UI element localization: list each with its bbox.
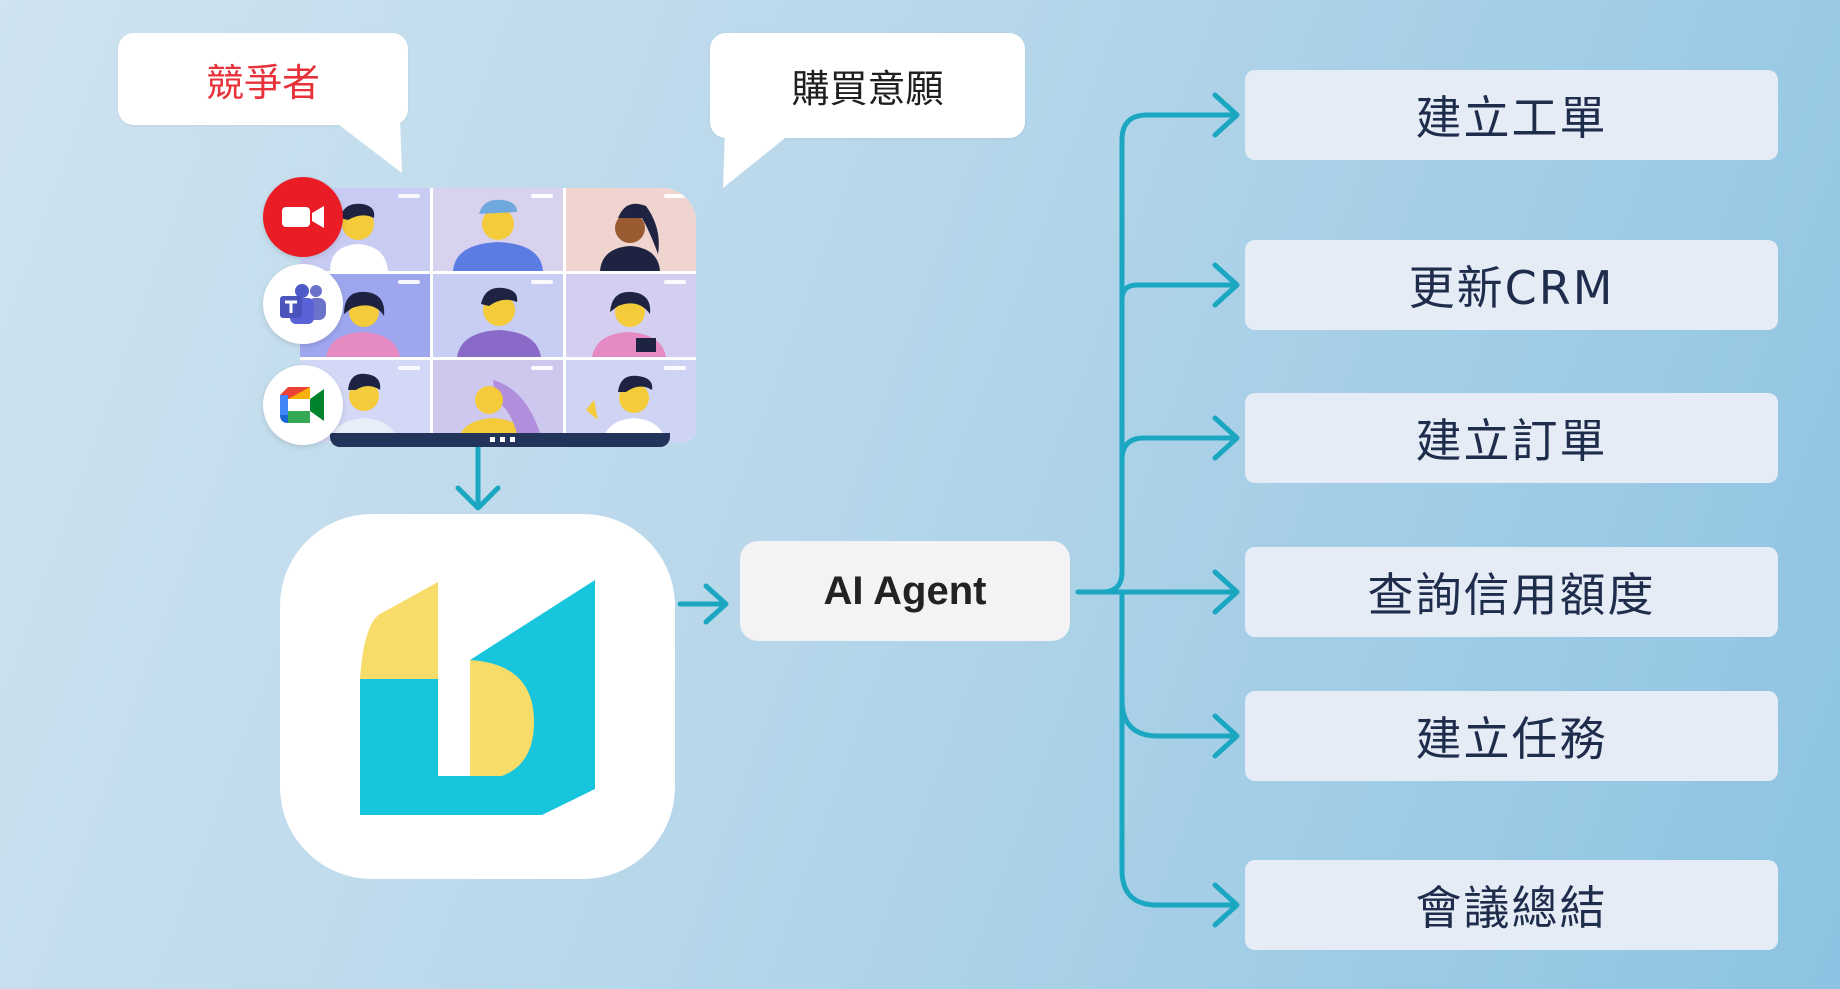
participant-avatar [592,291,666,357]
arrowhead-meeting-to-logo [455,485,501,511]
purchase-intent-bubble-tail [723,130,795,188]
participant-avatar [330,203,388,271]
arrowhead-logo-to-agent [703,583,729,625]
participant-tile [566,188,696,271]
action-create-ticket: 建立工單 [1245,70,1778,160]
action-check-credit-limit: 查詢信用額度 [1245,547,1778,637]
teams-icon [263,264,343,344]
action-label: 建立任務 [1415,712,1608,766]
participant-tile [433,360,563,443]
action-label: 查詢信用額度 [1367,568,1656,622]
participant-tile [566,360,696,443]
action-label: 建立訂單 [1415,414,1608,468]
participant-tile [566,274,696,357]
action-create-task: 建立任務 [1245,691,1778,781]
participant-avatar [586,375,666,443]
action-label: 更新CRM [1408,261,1615,315]
competitor-bubble-tail [330,118,402,173]
purchase-intent-label: 購買意願 [791,67,944,111]
agent-branch-trunk [1075,112,1238,595]
purchase-intent-bubble: 購買意願 [710,33,1025,138]
product-logo-card [280,514,675,879]
participant-avatar [453,199,543,271]
video-meeting-grid [300,188,696,443]
participant-avatar [326,291,400,357]
google-meet-icon [263,365,343,445]
competitor-label: 競爭者 [205,60,320,105]
action-label: 會議總結 [1415,881,1608,935]
action-create-order: 建立訂單 [1245,393,1778,483]
zoom-icon [263,177,343,257]
action-update-crm: 更新CRM [1245,240,1778,330]
meeting-toolbar [330,433,670,447]
ai-agent-label: AI Agent [823,568,987,613]
participant-avatar [600,203,660,271]
participant-avatar [457,380,543,443]
ai-agent-node: AI Agent [740,541,1070,641]
participant-tile [433,274,563,357]
product-logo-icon [360,580,595,815]
participant-tile [433,188,563,271]
competitor-bubble: 競爭者 [118,33,408,125]
action-label: 建立工單 [1415,91,1608,145]
action-meeting-summary: 會議總結 [1245,860,1778,950]
participant-avatar [457,287,541,357]
